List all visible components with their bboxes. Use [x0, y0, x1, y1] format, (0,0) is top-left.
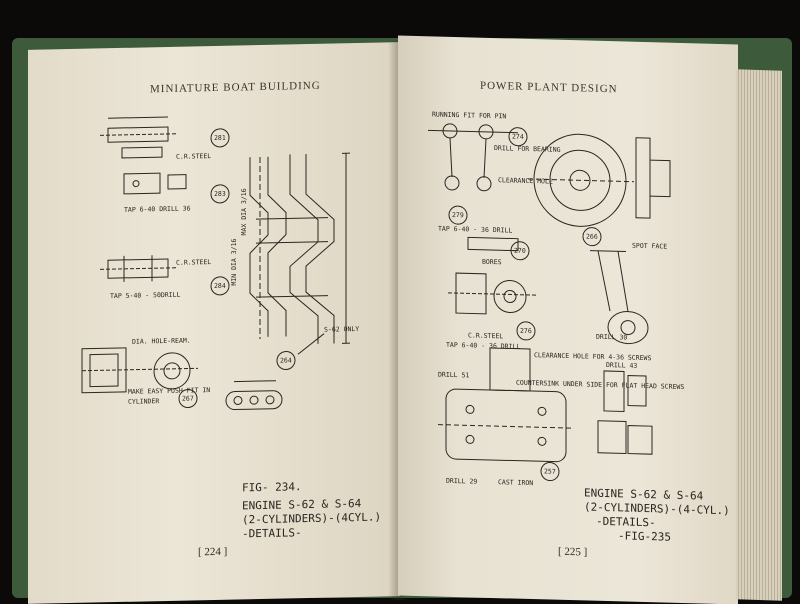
- callout-283: 283: [214, 190, 226, 198]
- page-edges: [736, 69, 782, 601]
- left-caption: FIG- 234. ENGINE S-62 & S-64 (2-CYLINDER…: [242, 479, 381, 542]
- label-max-dia: MAX DIA 3/16: [240, 188, 248, 235]
- label-drill-43: DRILL 43: [606, 361, 637, 370]
- label-bores: BORES: [482, 258, 502, 267]
- label-267-cylinder: CYLINDER: [128, 397, 159, 406]
- label-clearance-screws: CLEARANCE HOLE FOR 4-36 SCREWS: [534, 351, 651, 362]
- label-281-steel: C.R.STEEL: [176, 152, 211, 161]
- label-cast-iron: CAST IRON: [498, 478, 533, 487]
- callout-267: 267: [182, 394, 194, 402]
- callout-270: 270: [514, 247, 526, 255]
- label-267-dia: DIA. HOLE-REAM.: [132, 336, 191, 345]
- label-drill-29: DRILL 29: [446, 477, 477, 486]
- label-drill-bearing: DRILL FOR BEARING: [494, 144, 561, 154]
- callout-274: 274: [512, 133, 524, 141]
- label-min-dia: MIN DIA 3/16: [230, 238, 238, 285]
- label-tap-drill-2: TAP 6-40 - 36 DRILL: [446, 341, 520, 351]
- label-cr-steel: C.R.STEEL: [468, 331, 503, 340]
- page-number-left: [ 224 ]: [198, 546, 227, 559]
- label-spot-face: SPOT FACE: [632, 242, 667, 251]
- callout-281: 281: [214, 134, 226, 142]
- right-page: POWER PLANT DESIGN: [398, 36, 738, 604]
- right-caption: ENGINE S-62 & S-64 (2-CYLINDERS)-(4-CYL.…: [584, 486, 730, 546]
- page-number-right: [ 225 ]: [558, 546, 587, 559]
- label-284-steel: C.R.STEEL: [176, 258, 211, 267]
- callout-284: 284: [214, 282, 226, 290]
- label-tap-drill: TAP 6-40 - 36 DRILL: [438, 225, 512, 235]
- label-284-tap: TAP 5-40 - 50DRILL: [110, 291, 181, 300]
- label-264-s62: S-62 ONLY: [324, 325, 359, 334]
- label-267-fit: MAKE EASY PUSH FIT IN: [128, 386, 210, 396]
- label-283-tap: TAP 6-40 DRILL 36: [124, 204, 191, 213]
- callout-276: 276: [520, 327, 532, 335]
- left-caption-line-1: FIG- 234.: [242, 479, 381, 496]
- left-caption-line-4: -DETAILS-: [242, 525, 381, 542]
- label-drill-30: DRILL 30: [596, 333, 627, 342]
- callout-266: 266: [586, 232, 598, 240]
- left-page: MINIATURE BOAT BUILDING: [28, 42, 400, 604]
- label-running-fit: RUNNING FIT FOR PIN: [432, 110, 506, 120]
- callout-264: 264: [280, 356, 292, 364]
- label-countersink: COUNTERSINK UNDER SIDE FOR FLAT HEAD SCR…: [516, 379, 684, 391]
- left-caption-line-3: (2-CYLINDERS)-(4CYL.): [242, 511, 381, 528]
- callout-279: 279: [452, 211, 464, 219]
- label-clearance-hole: CLEARANCE HOLE: [498, 176, 553, 185]
- label-drill-51: DRILL 51: [438, 371, 469, 380]
- callout-257: 257: [544, 467, 556, 475]
